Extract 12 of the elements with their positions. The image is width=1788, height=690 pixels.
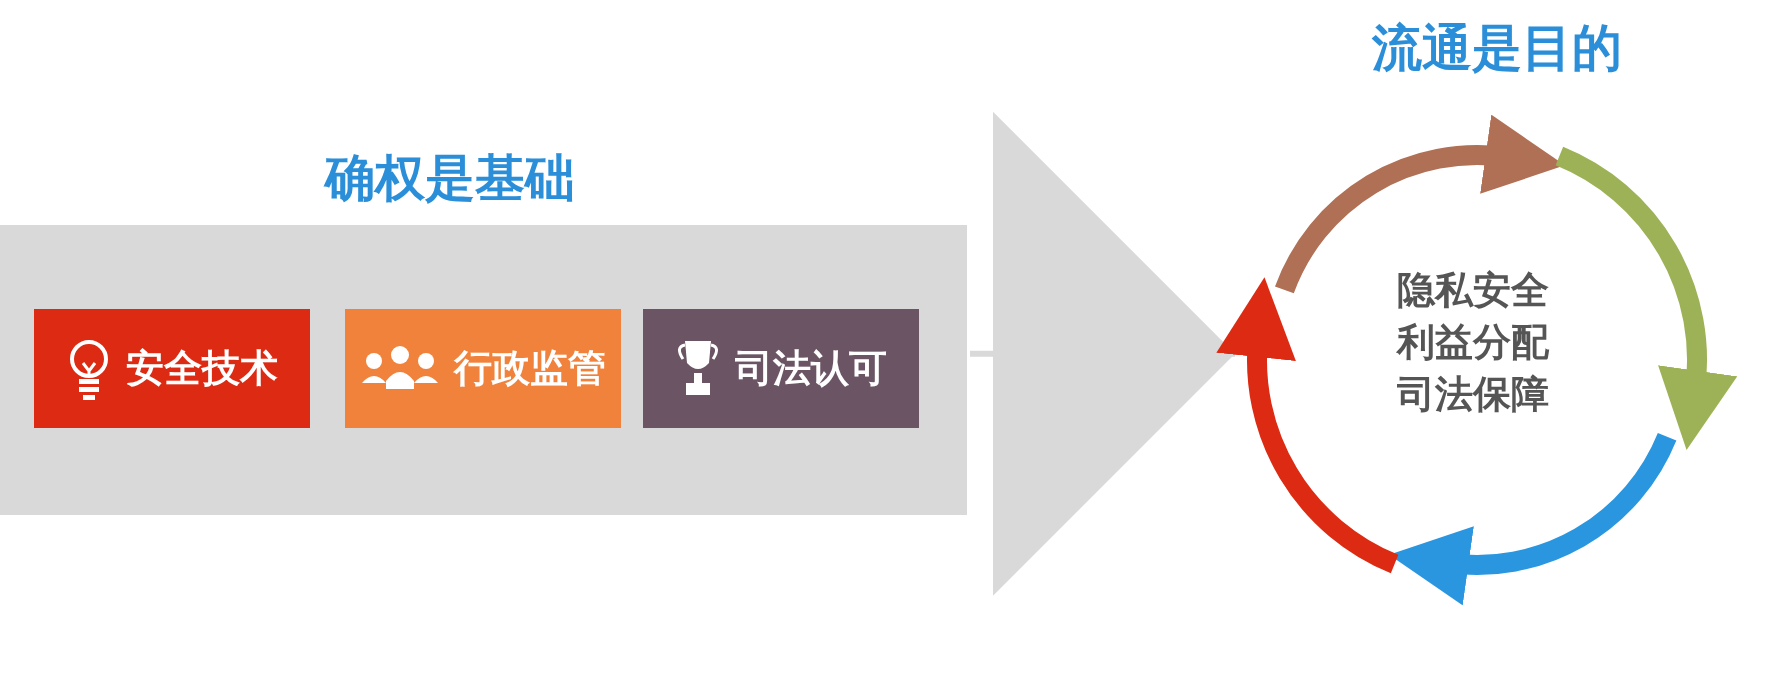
box-label: 安全技术	[126, 345, 278, 392]
section-heading: 确权是基础	[325, 148, 575, 209]
center-text: 利益分配	[1397, 319, 1549, 366]
category-box	[34, 309, 310, 428]
center-text: 隐私安全	[1397, 267, 1549, 314]
section-heading: 流通是目的	[1372, 18, 1622, 79]
chevron-arrow	[970, 111, 1235, 596]
box-label: 司法认可	[735, 345, 887, 392]
category-box	[643, 309, 919, 428]
box-label: 行政监管	[454, 345, 606, 392]
category-box	[345, 309, 621, 428]
center-text: 司法保障	[1397, 371, 1549, 418]
